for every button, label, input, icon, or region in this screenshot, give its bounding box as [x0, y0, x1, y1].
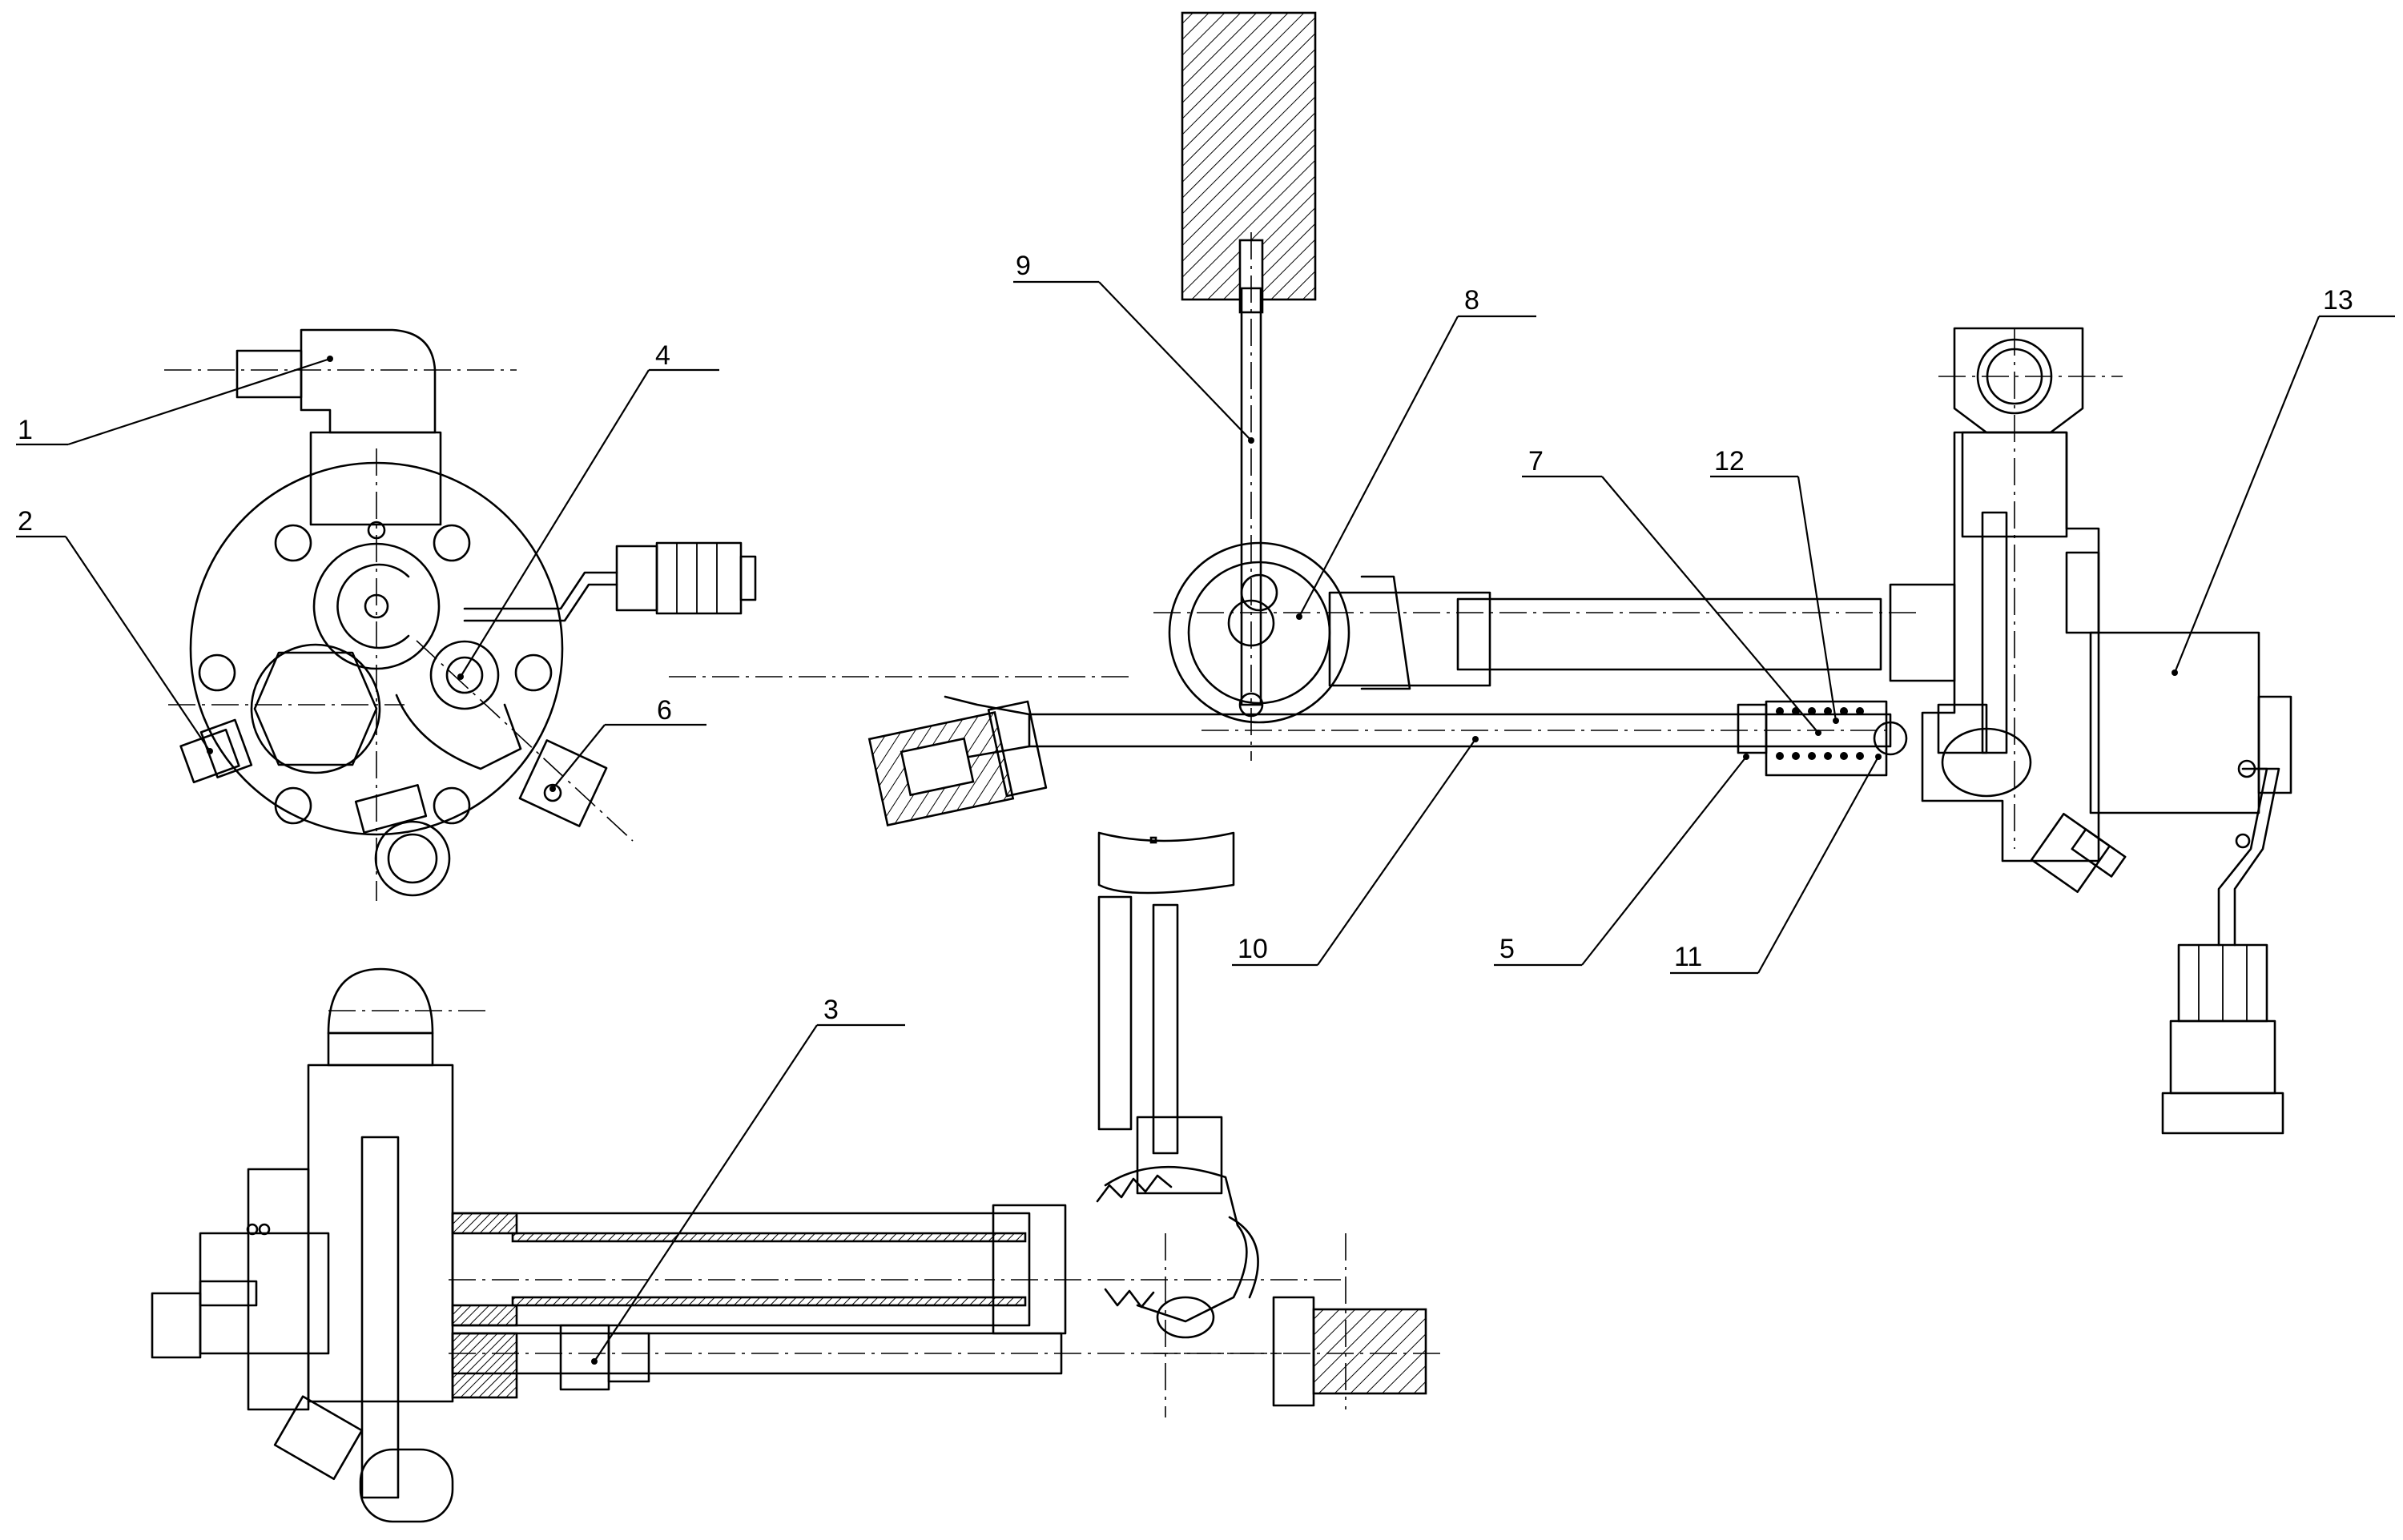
callout-10: 10 [1232, 736, 1479, 967]
main-view [867, 11, 2292, 1135]
top-view [151, 831, 1442, 1523]
callout-12: 12 [1710, 446, 1839, 724]
callout-6: 6 [549, 695, 706, 792]
callout-label-2: 2 [18, 506, 33, 537]
callout-2: 2 [16, 506, 213, 754]
callout-label-6: 6 [657, 695, 672, 726]
callout-label-12: 12 [1714, 446, 1745, 476]
callout-7: 7 [1522, 446, 1821, 736]
callout-label-4: 4 [655, 340, 670, 371]
callout-label-13: 13 [2323, 285, 2353, 316]
callout-8: 8 [1296, 285, 1536, 620]
callout-label-3: 3 [823, 995, 839, 1025]
callout-label-8: 8 [1464, 285, 1479, 316]
gear-teeth-top-view [1096, 1174, 1173, 1309]
callout-1: 1 [16, 356, 333, 446]
callout-4: 4 [457, 340, 719, 680]
callout-9: 9 [1013, 251, 1254, 444]
callout-5: 5 [1494, 754, 1749, 967]
callout-3: 3 [591, 995, 905, 1365]
callout-label-11: 11 [1674, 942, 1702, 972]
callout-label-1: 1 [18, 415, 33, 445]
callout-label-10: 10 [1238, 934, 1268, 964]
left-view [164, 328, 1129, 901]
callout-13: 13 [2172, 285, 2395, 676]
callout-label-7: 7 [1528, 446, 1544, 476]
callout-11: 11 [1670, 754, 1882, 975]
callout-label-5: 5 [1499, 934, 1515, 964]
callout-label-9: 9 [1016, 251, 1031, 281]
